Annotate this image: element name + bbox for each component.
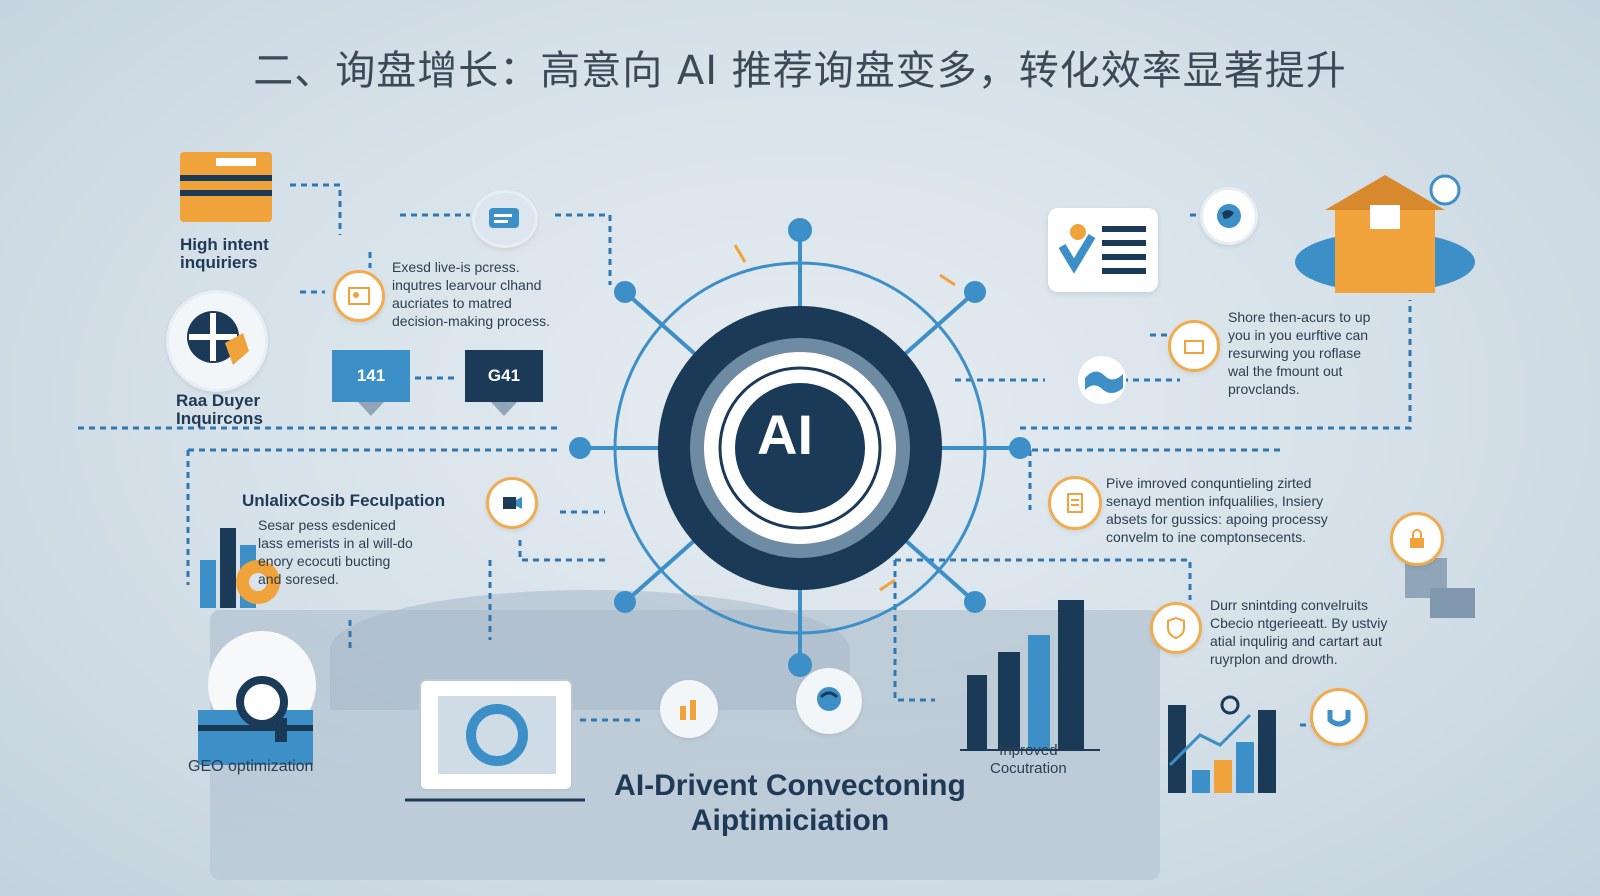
lock-icon (1390, 512, 1444, 566)
tag-141: 141 (332, 350, 410, 416)
bar-chart-icon (960, 600, 1100, 751)
geo-search-shapes (198, 631, 316, 765)
geo-optimization-label: GEO optimization (188, 758, 314, 775)
left-section-body: Sesar pess esdeniced lass emerists in al… (258, 517, 413, 587)
background-hill (330, 590, 850, 710)
left-callout-1: Exesd live-is pcress. inqutres learvour … (392, 259, 550, 329)
globe-icon (1200, 187, 1258, 245)
right-callout-2: Pive imroved conquntieling zirted senayd… (1106, 475, 1328, 545)
improved-label: Inproved Cocutration (990, 742, 1067, 777)
user-card-icon (333, 270, 385, 322)
bottom-title: AI-Drivent Convectoning Aiptimiciation (614, 769, 966, 837)
globe-icon-shapes (1078, 356, 1126, 404)
shield-icon (1150, 602, 1202, 654)
laptop-cycle-icon (405, 679, 585, 802)
real-buyer-label: Raa Duyer Inquircons (176, 391, 263, 428)
growth-chart-icon (1168, 695, 1276, 793)
target-hand-icon (166, 290, 268, 392)
ai-hub-label: AI (757, 403, 813, 466)
left-section-title: UnlalixCosib Feculpation (242, 491, 446, 510)
high-intent-label: High intent inquiriers (180, 235, 269, 272)
lock-icon-shapes (1405, 558, 1475, 618)
gear-chart-icon (200, 528, 280, 608)
chat-bot-icon (472, 190, 538, 248)
handshake-icon (1310, 688, 1368, 746)
tag-g41: G41 (465, 350, 543, 416)
globe-hand-icon (796, 668, 862, 734)
folder-icon (1168, 320, 1220, 372)
right-callout-1: Shore then-acurs to up you in you eurfti… (1228, 309, 1371, 397)
right-callout-3: Durr snintding convelruits Cbecio ntgeri… (1210, 597, 1388, 667)
video-icon (486, 477, 538, 529)
checklist-card-icon (1048, 208, 1158, 292)
house-cloud-icon (1295, 174, 1475, 293)
bars-coin-icon (660, 680, 718, 738)
document-icon (180, 152, 272, 222)
page-title: 二、询盘增长：高意向 AI 推荐询盘变多，转化效率显著提升 (253, 48, 1347, 94)
document-list-icon (1048, 476, 1102, 530)
